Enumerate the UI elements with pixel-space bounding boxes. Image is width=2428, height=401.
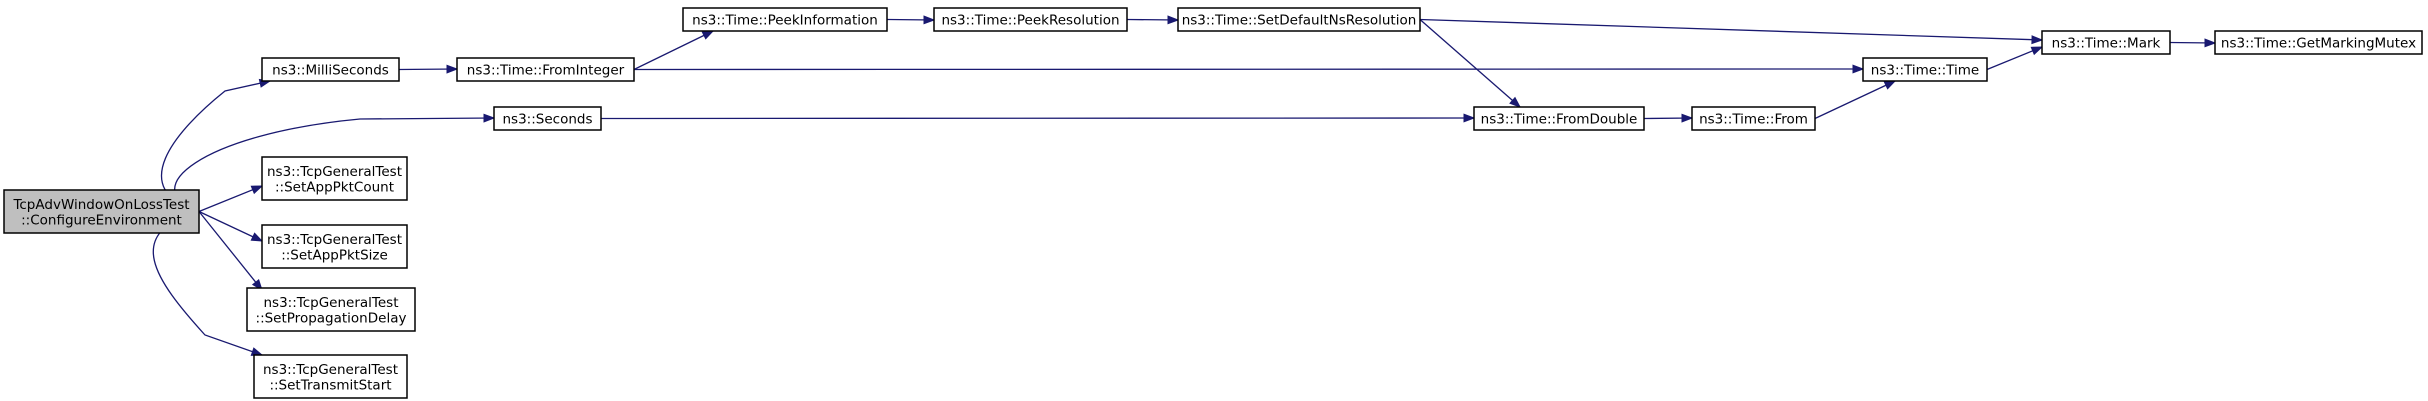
- node-mark[interactable]: ns3::Time::Mark: [2041, 30, 2171, 55]
- node-label: ns3::Time::Time: [1871, 63, 1979, 79]
- node-propdelay[interactable]: ns3::TcpGeneralTest::SetPropagationDelay: [246, 287, 416, 332]
- edge-mark-to-mutex: [2169, 38, 2217, 48]
- edge-arrowhead: [923, 15, 936, 25]
- edge-arrowhead: [1463, 113, 1476, 123]
- node-box: [1177, 7, 1421, 32]
- edge-line: [1419, 18, 2043, 41]
- edge-root-to-pktcount: [198, 185, 264, 213]
- node-time[interactable]: ns3::Time::Time: [1862, 57, 1988, 82]
- node-box: [1691, 106, 1816, 131]
- node-peekres[interactable]: ns3::Time::PeekResolution: [933, 7, 1128, 32]
- node-label: ns3::Seconds: [503, 112, 593, 128]
- edge-arrowhead: [2030, 46, 2044, 56]
- edge-from-to-time: [1814, 80, 1897, 120]
- edge-fromint-to-peekinfo: [633, 30, 715, 71]
- edge-arrowhead: [483, 113, 496, 123]
- node-label: ns3::TcpGeneralTest: [263, 362, 398, 378]
- edge-arrowhead: [250, 347, 264, 356]
- node-label: TcpAdvWindowOnLossTest: [12, 197, 189, 213]
- node-label: ::SetAppPktSize: [281, 247, 388, 263]
- edge-setdef-to-mark: [1419, 18, 2044, 45]
- edge-fromint-to-time: [633, 64, 1865, 74]
- node-from[interactable]: ns3::Time::From: [1691, 106, 1816, 131]
- node-label: ns3::Time::Mark: [2052, 36, 2161, 52]
- node-label: ns3::TcpGeneralTest: [263, 295, 398, 311]
- node-label: ns3::Time::SetDefaultNsResolution: [1182, 13, 1417, 29]
- edge-arrowhead: [1167, 15, 1180, 25]
- node-peekinfo[interactable]: ns3::Time::PeekInformation: [682, 7, 888, 32]
- edge-arrowhead: [1883, 80, 1897, 90]
- node-label: ns3::Time::FromDouble: [1481, 112, 1638, 128]
- edge-line: [198, 211, 263, 291]
- node-box: [261, 224, 408, 269]
- edge-time-to-mark: [1986, 46, 2044, 71]
- edge-line: [198, 185, 263, 213]
- edge-setdef-to-fromdbl: [1419, 19, 1522, 108]
- edge-line: [600, 117, 1475, 120]
- edge-arrowhead: [701, 30, 715, 40]
- edge-seconds-to-fromdbl: [600, 113, 1476, 123]
- node-box: [261, 156, 408, 201]
- node-root[interactable]: TcpAdvWindowOnLossTest::ConfigureEnviron…: [3, 189, 200, 234]
- edge-arrowhead: [446, 64, 459, 74]
- node-label: ns3::Time::PeekInformation: [692, 13, 878, 29]
- node-box: [456, 57, 635, 82]
- edge-line: [633, 30, 714, 71]
- edge-peekres-to-setdef: [1126, 15, 1180, 25]
- node-label: ns3::TcpGeneralTest: [267, 164, 402, 180]
- node-fromdbl[interactable]: ns3::Time::FromDouble: [1473, 106, 1645, 131]
- edge-arrowhead: [1681, 113, 1694, 123]
- node-label: ::SetTransmitStart: [269, 377, 391, 393]
- node-box: [682, 7, 888, 32]
- edge-line: [1814, 80, 1896, 120]
- node-box: [493, 106, 602, 131]
- edge-arrowhead: [2204, 38, 2217, 48]
- node-box: [933, 7, 1128, 32]
- node-seconds[interactable]: ns3::Seconds: [493, 106, 602, 131]
- node-box: [2214, 30, 2423, 55]
- node-label: ns3::Time::FromInteger: [467, 63, 625, 79]
- edge-layer: [152, 15, 2217, 356]
- node-label: ::SetPropagationDelay: [256, 310, 407, 326]
- node-box: [1473, 106, 1645, 131]
- edge-fromdbl-to-from: [1643, 113, 1694, 123]
- edge-line: [633, 68, 1864, 71]
- edge-line: [1419, 19, 1521, 108]
- edge-arrowhead: [1852, 64, 1865, 74]
- node-mutex[interactable]: ns3::Time::GetMarkingMutex: [2214, 30, 2423, 55]
- node-txstart[interactable]: ns3::TcpGeneralTest::SetTransmitStart: [253, 354, 408, 399]
- node-setdef[interactable]: ns3::Time::SetDefaultNsResolution: [1177, 7, 1421, 32]
- edge-peekinfo-to-peekres: [886, 15, 936, 25]
- node-label: ::SetAppPktCount: [275, 179, 394, 195]
- node-label: ::ConfigureEnvironment: [21, 212, 182, 228]
- edge-milli-to-fromint: [398, 64, 459, 74]
- edge-line: [198, 210, 263, 242]
- node-pktcount[interactable]: ns3::TcpGeneralTest::SetAppPktCount: [261, 156, 408, 201]
- node-box: [246, 287, 416, 332]
- node-label: ns3::Time::From: [1699, 112, 1808, 128]
- node-layer: TcpAdvWindowOnLossTest::ConfigureEnviron…: [3, 7, 2423, 399]
- edge-root-to-propdelay: [198, 211, 263, 292]
- node-label: ns3::MilliSeconds: [272, 63, 389, 79]
- node-label: ns3::Time::GetMarkingMutex: [2221, 36, 2416, 52]
- node-box: [1862, 57, 1988, 82]
- node-label: ns3::Time::PeekResolution: [941, 13, 1119, 29]
- node-label: ns3::TcpGeneralTest: [267, 232, 402, 248]
- node-pktsize[interactable]: ns3::TcpGeneralTest::SetAppPktSize: [261, 224, 408, 269]
- node-fromint[interactable]: ns3::Time::FromInteger: [456, 57, 635, 82]
- node-box: [3, 189, 200, 234]
- edge-arrowhead: [2031, 35, 2044, 45]
- edge-arrowhead: [250, 232, 264, 242]
- edge-arrowhead: [250, 185, 264, 195]
- node-box: [261, 57, 400, 82]
- node-box: [2041, 30, 2171, 55]
- edge-root-to-pktsize: [198, 210, 264, 242]
- edge-arrowhead: [1509, 96, 1522, 108]
- node-box: [253, 354, 408, 399]
- node-milli[interactable]: ns3::MilliSeconds: [261, 57, 400, 82]
